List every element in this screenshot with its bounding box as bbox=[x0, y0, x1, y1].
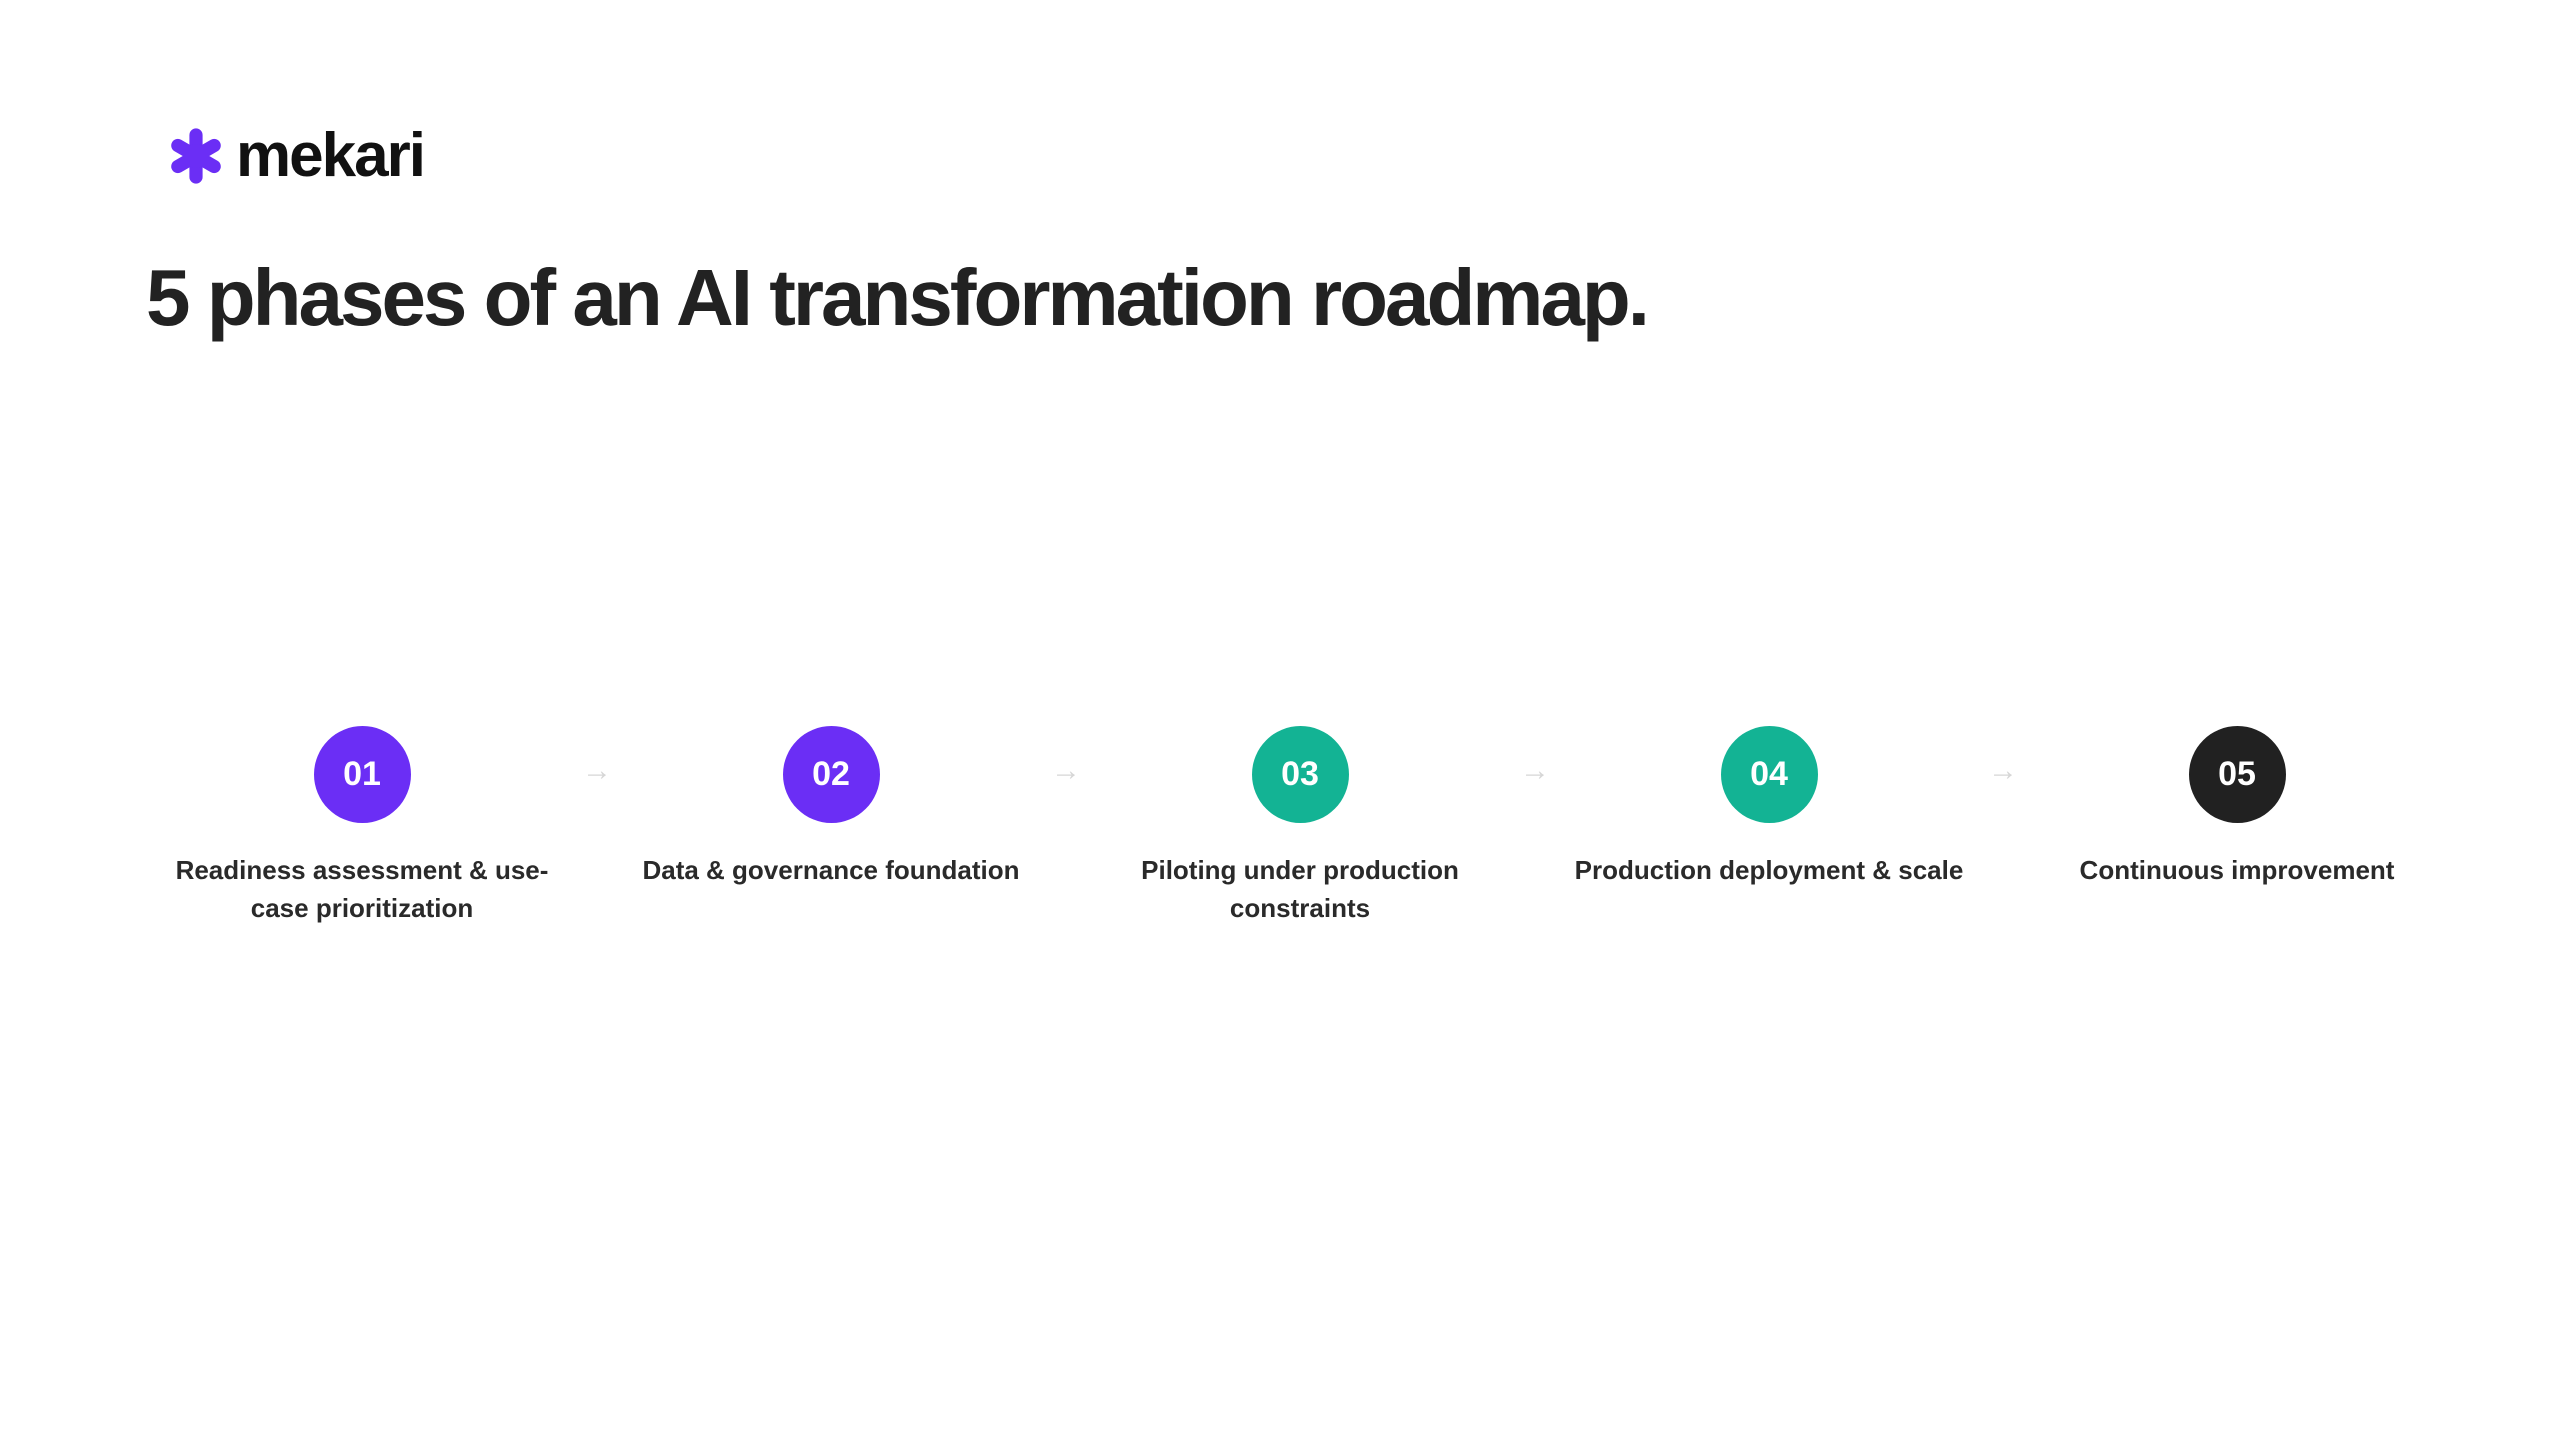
phase-5: 05 Continuous improvement bbox=[2017, 726, 2457, 889]
phase-4: 04 Production deployment & scale bbox=[1549, 726, 1989, 889]
phase-number-badge: 04 bbox=[1720, 726, 1818, 823]
phase-label: Data & governance foundation bbox=[642, 855, 1020, 885]
brand-name: mekari bbox=[236, 121, 426, 190]
arrow-right-icon: → bbox=[1051, 754, 1081, 787]
phase-label: Piloting under production constraints bbox=[1141, 855, 1459, 923]
phase-number-badge: 05 bbox=[2188, 726, 2286, 823]
asterisk-star-icon bbox=[171, 128, 221, 184]
page-title: 5 phases of an AI transformation roadmap… bbox=[146, 253, 1650, 342]
phase-number-badge: 01 bbox=[313, 726, 411, 823]
phase-2: 02 Data & governance foundation bbox=[611, 726, 1051, 889]
phase-label: Production deployment & scale bbox=[1574, 855, 1964, 885]
arrow-right-icon: → bbox=[1520, 754, 1550, 787]
phase-label: Readiness assessment & use-case prioriti… bbox=[175, 855, 549, 923]
brand-logo: mekari bbox=[166, 121, 426, 190]
phase-label: Continuous improvement bbox=[2079, 855, 2395, 885]
phase-number-badge: 02 bbox=[782, 726, 880, 823]
phase-number-badge: 03 bbox=[1251, 726, 1349, 823]
arrow-right-icon: → bbox=[1988, 754, 2018, 787]
phase-1: 01 Readiness assessment & use-case prior… bbox=[142, 726, 582, 927]
phase-3: 03 Piloting under production constraints bbox=[1080, 726, 1520, 927]
arrow-right-icon: → bbox=[582, 754, 612, 787]
